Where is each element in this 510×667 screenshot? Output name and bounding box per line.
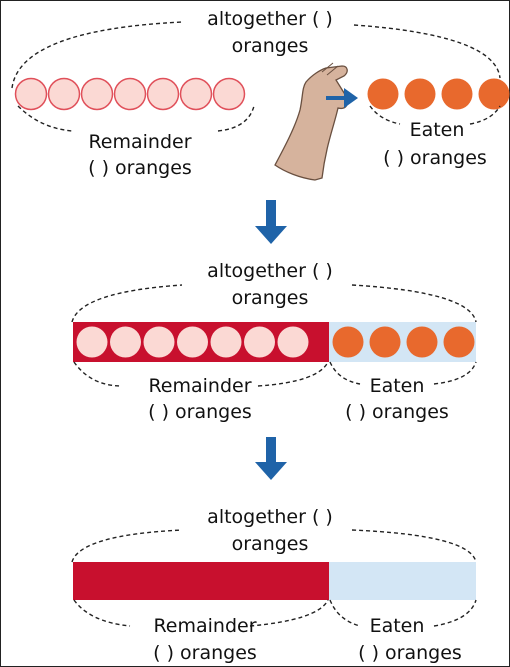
stage2-eaten-brace (329, 361, 477, 385)
move-arrow-icon (326, 88, 358, 108)
stage2-eaten-label-line1: Eaten (370, 375, 425, 397)
stage2-total-label-line1: altogether ( ) (207, 260, 333, 282)
eaten-orange (443, 326, 475, 358)
stage2-remainder-brace (73, 361, 329, 387)
stage3-eaten-brace (329, 599, 477, 627)
remainder-orange (110, 326, 141, 358)
stage1-remainder-label-line2: ( ) oranges (88, 157, 192, 179)
stage3-eaten-bar (329, 562, 476, 600)
eaten-orange (406, 326, 438, 358)
stage3-eaten-label-line2: ( ) oranges (358, 642, 462, 664)
remainder-orange (179, 77, 213, 111)
stage1-eaten-label-line2: ( ) oranges (383, 147, 487, 169)
stage2-eaten-oranges (332, 326, 475, 358)
stage-1: altogether ( ) oranges Remainder ( ) ora… (11, 8, 510, 181)
remainder-orange (277, 326, 309, 358)
stage3-remainder-label-line2: ( ) oranges (153, 642, 257, 664)
stage3-remainder-bar (73, 562, 329, 600)
stage1-eaten-label-line1: Eaten (410, 119, 465, 141)
stage1-remainder-brace (17, 105, 255, 132)
stage2-total-brace-left (71, 284, 183, 323)
stage3-total-label-line2: oranges (232, 533, 309, 555)
stage1-total-brace-left (11, 21, 183, 89)
stage1-total-label-line1: altogether ( ) (207, 8, 333, 30)
stage3-remainder-label-line1: Remainder (153, 615, 256, 637)
stage1-eaten-oranges (367, 78, 510, 110)
stage3-total-brace-left (71, 529, 183, 563)
hand-icon (274, 62, 349, 181)
stage3-eaten-label-line1: Eaten (370, 615, 425, 637)
stage2-total-label-line2: oranges (232, 287, 309, 309)
remainder-orange (177, 326, 208, 358)
stage2-remainder-label-line1: Remainder (148, 375, 251, 397)
eaten-orange (441, 78, 473, 110)
eaten-orange (478, 78, 510, 110)
remainder-orange (146, 77, 180, 111)
stage3-remainder-brace (73, 599, 329, 627)
stage2-remainder-label-line2: ( ) oranges (148, 401, 252, 423)
stage2-eaten-label-line2: ( ) oranges (345, 401, 449, 423)
stage2-total-brace-right (351, 284, 477, 323)
down-arrow-icon-1 (255, 200, 287, 244)
remainder-orange (212, 77, 246, 111)
stage-2: altogether ( ) oranges Remainder ( ) ora… (71, 260, 477, 423)
stage3-total-label-line1: altogether ( ) (207, 506, 333, 528)
down-arrow-icon-2 (255, 437, 287, 480)
eaten-orange (404, 78, 436, 110)
remainder-orange (210, 326, 242, 358)
stage1-total-label-line2: oranges (232, 35, 309, 57)
stage-3: altogether ( ) oranges Remainder ( ) ora… (71, 506, 477, 664)
stage1-eaten-brace (369, 105, 501, 125)
remainder-orange (143, 326, 175, 358)
remainder-orange (47, 77, 81, 111)
stage1-total-brace-right (353, 24, 501, 79)
stage2-remainder-oranges (76, 326, 309, 358)
stage1-remainder-label-line1: Remainder (88, 131, 191, 153)
eaten-orange (369, 326, 401, 358)
remainder-orange (14, 77, 48, 111)
stage3-total-brace-right (351, 529, 477, 563)
remainder-orange (80, 77, 114, 111)
remainder-orange (244, 326, 275, 358)
eaten-orange (367, 78, 399, 110)
remainder-orange (76, 326, 108, 358)
remainder-orange (113, 77, 147, 111)
eaten-orange (332, 326, 364, 358)
stage1-remainder-oranges (14, 77, 246, 111)
